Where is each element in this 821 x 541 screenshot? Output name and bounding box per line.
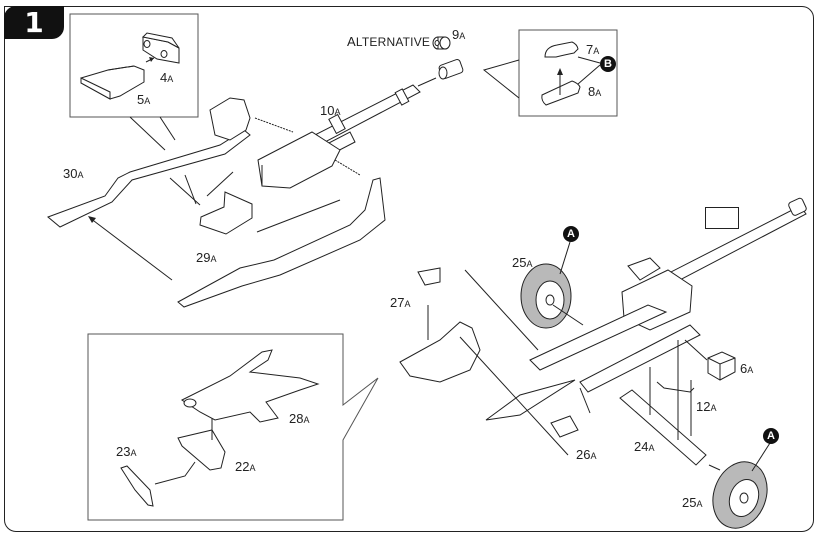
arrow-29-to-30 — [89, 217, 173, 281]
callout-b: B — [600, 56, 616, 72]
callout-a-top: A — [563, 226, 579, 242]
label-part-4: 4A — [160, 70, 174, 85]
wheel-25-top — [520, 263, 572, 329]
arrowhead — [149, 57, 154, 62]
wheel-axle-line — [552, 304, 584, 326]
part-8-clamp — [541, 80, 581, 106]
arrow-26 — [459, 336, 569, 456]
part-28-plate — [181, 349, 320, 423]
label-part-29: 29A — [196, 250, 217, 265]
part-23-spade-blade — [120, 465, 154, 507]
label-part-12: 12A — [696, 399, 717, 414]
inset-box-22-23-28 — [87, 333, 379, 521]
inset-leader-line — [169, 177, 201, 206]
label-part-26: 26A — [576, 447, 597, 462]
callout-a-bottom: A — [763, 428, 779, 444]
inset-leader-line — [159, 116, 176, 141]
arrow-wheel-to-axle — [708, 464, 721, 471]
part-24-axle — [619, 389, 707, 466]
label-part-9: 9A — [452, 27, 466, 42]
arrow-6 — [684, 339, 708, 361]
wheel-25-bottom — [712, 461, 768, 529]
part-30-trail — [47, 97, 251, 228]
step-frame — [4, 6, 814, 532]
pin-line — [334, 159, 361, 176]
arrow-muzzle — [417, 77, 437, 87]
leader-b — [577, 64, 601, 85]
part-10-barrel — [257, 84, 421, 189]
alternative-initial: A — [347, 34, 356, 49]
part-7-cap — [544, 41, 579, 58]
label-part-10: 10A — [320, 103, 341, 118]
part-5-wedge — [80, 65, 145, 100]
label-part-22: 22A — [235, 459, 256, 474]
inset-box-4-5 — [69, 13, 199, 118]
blank-checkbox — [705, 207, 739, 229]
label-part-28: 28A — [289, 411, 310, 426]
arrow-wedge-to-30 — [206, 171, 234, 197]
leader-a-bottom — [751, 442, 771, 472]
arrowhead — [557, 68, 563, 75]
label-part-25-top: 25A — [512, 255, 533, 270]
inset-leader-line — [129, 116, 166, 151]
label-part-25-bottom: 25A — [682, 495, 703, 510]
part-5-wedge-installed — [199, 191, 253, 235]
assembled-howitzer — [485, 197, 807, 421]
label-part-6: 6A — [740, 361, 754, 376]
label-part-24: 24A — [634, 439, 655, 454]
arrow-26-up — [579, 387, 591, 414]
part-29-trail — [177, 177, 386, 308]
leader-a-top — [559, 241, 571, 275]
alternative-rest: LTERNATIVE — [355, 35, 431, 49]
label-part-8: 8A — [588, 84, 602, 99]
part-6-block — [707, 351, 736, 381]
step-number-badge: 1 — [4, 6, 64, 39]
pin-line — [254, 117, 294, 133]
label-part-27: 27A — [390, 295, 411, 310]
label-part-30: 30A — [63, 166, 84, 181]
leader-b — [577, 56, 601, 64]
inset-leader-line — [184, 174, 197, 205]
arrow-23-to-22 — [154, 461, 196, 485]
part-12 — [656, 381, 695, 393]
arrow-27-to-gun — [464, 269, 539, 351]
label-part-23: 23A — [116, 444, 137, 459]
muzzle-brake — [438, 59, 464, 80]
alternative-label: ALTERNATIVE — [347, 34, 430, 49]
inset-pointer — [482, 59, 520, 99]
arrowhead — [88, 216, 96, 223]
label-part-7: 7A — [586, 42, 600, 57]
label-part-5: 5A — [137, 92, 151, 107]
part-9-alternative — [432, 36, 451, 50]
arrow-wedge-to-29 — [256, 199, 341, 233]
part-4-block — [141, 32, 180, 64]
